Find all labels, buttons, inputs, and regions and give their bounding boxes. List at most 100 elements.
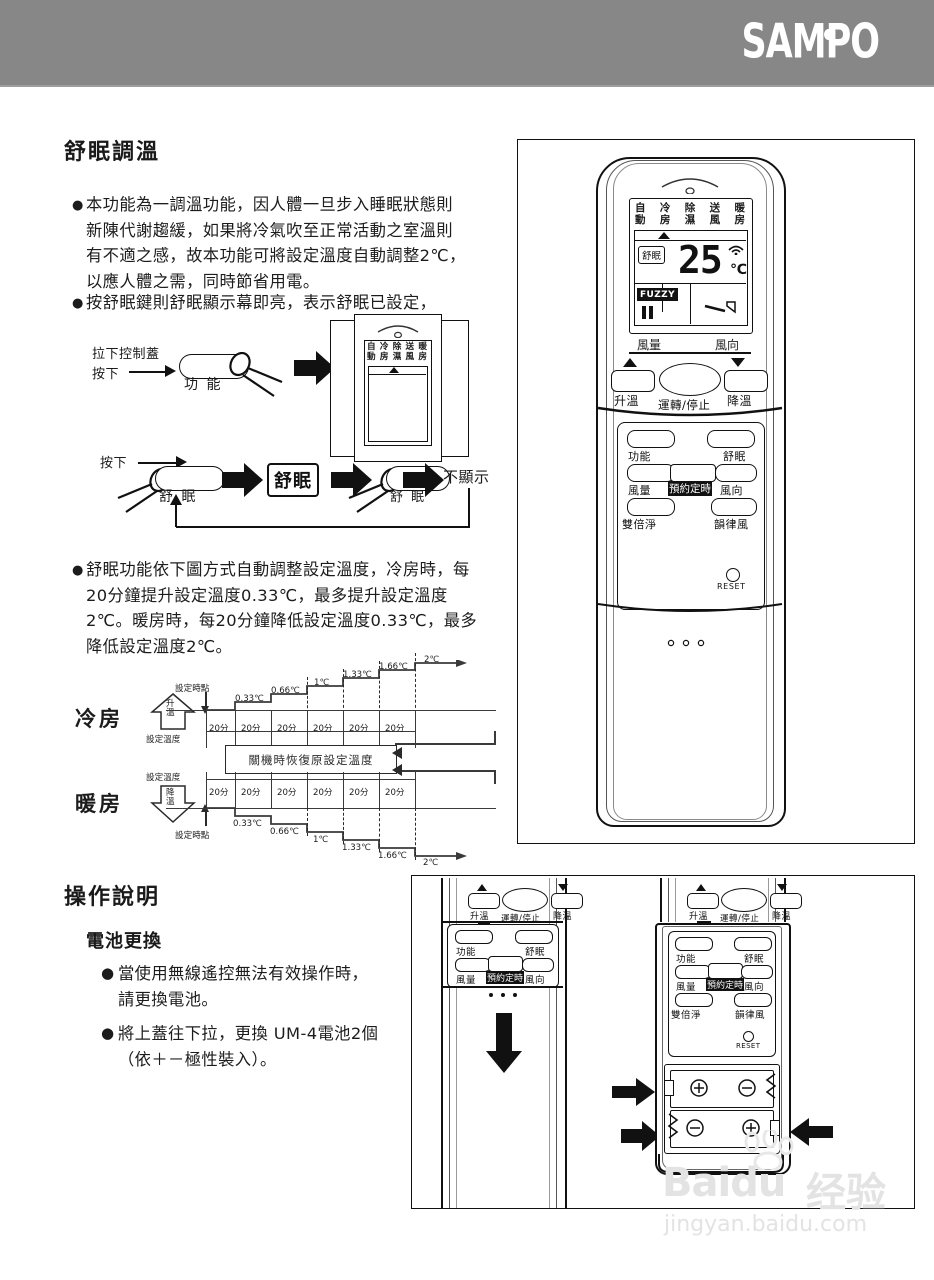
step-label-h3: 1℃ [313,835,329,845]
interval-label: 20分 [313,724,333,734]
key-sleep-1[interactable] [155,466,225,491]
btn-function-label: 功能 [628,450,651,463]
paragraph-text: 當使用無線遙控無法有效操作時，請更換電池。 [118,964,369,1009]
btn-timer[interactable] [488,956,523,972]
gridline-dash [307,677,308,713]
battery-cell-1 [670,1070,774,1108]
btn-function[interactable] [675,937,713,951]
mode-dry: 除濕 [684,202,696,226]
step-label-c6: 2℃ [424,655,440,665]
btn-function[interactable] [627,430,675,448]
btn-fan[interactable] [675,965,711,979]
mode-auto: 自動 [367,342,376,362]
btn-reset[interactable] [743,1031,754,1042]
bullet-icon: ● [101,1024,115,1042]
step-label-h2: 0.66℃ [270,827,299,837]
chart-baseline-cooling [166,710,496,712]
btn-function-label: 功能 [676,954,697,965]
fan-level-icon [642,306,653,319]
btn-sleep-label: 舒眠 [525,947,546,958]
btn-reset[interactable] [726,568,740,582]
mode-fan: 送風 [405,342,415,362]
btn-run-stop[interactable] [502,888,548,912]
lcd-temp-unit: ℃ [730,262,747,278]
btn-timer-label: 預約定時 [668,481,712,496]
interval-label: 20分 [277,788,297,798]
battery-panel: 升溫 運轉/停止 降溫 功能 舒眠 風量 預約定時 風向 [411,875,915,1209]
pull-cover-label: 拉下控制蓋 [92,347,160,362]
paragraph-text: 按舒眠鍵則舒眠顯示幕即亮，表示舒眠已設定， [86,293,437,312]
btn-temp-down[interactable] [770,893,802,909]
interval-label: 20分 [241,788,261,798]
btn-temp-down[interactable] [724,370,768,392]
not-shown-label: 不顯示 [443,468,490,486]
chart-baseline-label-heating: 設定溫度 [146,773,181,783]
btn-run-stop-label: 運轉/停止 [658,398,711,412]
block-arrow-icon [621,1121,660,1151]
btn-timer[interactable] [708,963,743,979]
lcd-rule-vert [690,284,692,324]
btn-function-label: 功能 [456,947,477,958]
btn-temp-up[interactable] [468,893,500,909]
btn-swing[interactable] [715,464,757,482]
btn-double-clean[interactable] [627,498,675,516]
btn-fan[interactable] [455,958,491,972]
btn-swing[interactable] [522,958,554,972]
battery-cover-seam [597,603,783,612]
watermark-url: jingyan.baidu.com [664,1212,868,1237]
page-header [0,0,934,85]
step-label-c4: 1.33℃ [343,670,372,680]
gridline-dash [415,653,416,713]
btn-timer[interactable] [670,464,716,482]
btn-run-stop[interactable] [721,888,767,912]
signal-icon [377,325,419,338]
interval-label: 20分 [349,724,369,734]
lcd-temperature: 25 [678,238,723,282]
btn-rhythm-wind[interactable] [711,498,757,516]
btn-fan[interactable] [627,464,675,482]
btn-swing[interactable] [741,965,773,979]
chart-arrow-label-heating: 降溫 [166,788,175,807]
btn-temp-up[interactable] [611,370,655,392]
loop-line-right [468,488,470,528]
remote-left-highlight [456,878,550,1208]
remote-right-top-highlight [675,878,769,922]
bullet-icon: ● [72,198,84,213]
block-arrow-icon [403,463,444,497]
mode-cool: 冷房 [379,342,389,362]
arrow-head-icon [165,365,176,377]
baidu-paw-icon [744,1130,794,1170]
chart-series-label-cooling: 冷房 [75,707,123,731]
lcd-bottom-rule [629,352,751,354]
gridline-dash [343,808,344,844]
btn-sleep[interactable] [707,430,755,448]
btn-reset-label: RESET [736,1042,761,1050]
btn-timer-label: 預約定時 [706,978,745,991]
btn-sleep[interactable] [734,937,772,951]
btn-run-stop[interactable] [659,363,721,396]
remote-bottom-lip [658,1154,784,1173]
btn-rhythm-wind[interactable] [734,993,772,1007]
swing-direction-icon [704,301,736,314]
interval-label: 20分 [349,788,369,798]
bullet-icon: ● [101,964,115,982]
step-label-c5: 1.66℃ [379,662,408,672]
gridline-dash [307,808,308,836]
plus-polarity-icon [690,1079,708,1097]
gridline-dash [415,808,416,860]
btn-temp-down[interactable] [551,893,583,909]
btn-double-clean[interactable] [675,993,713,1007]
interval-label: 20分 [385,788,405,798]
btn-temp-up[interactable] [687,893,719,909]
header-divider [0,85,934,87]
btn-sleep[interactable] [515,930,553,944]
btn-rhythm-wind-label: 韻律風 [714,518,749,531]
down-arrow-outline-icon [150,785,196,824]
operation-title: 操作說明 [64,885,161,910]
step-label-h1: 0.33℃ [233,819,262,829]
remote-lower-panel [617,422,765,610]
lcd-inner-frame [634,230,748,326]
down-triangle-icon [558,884,568,891]
btn-function[interactable] [455,930,493,944]
seam-notch [478,921,490,924]
